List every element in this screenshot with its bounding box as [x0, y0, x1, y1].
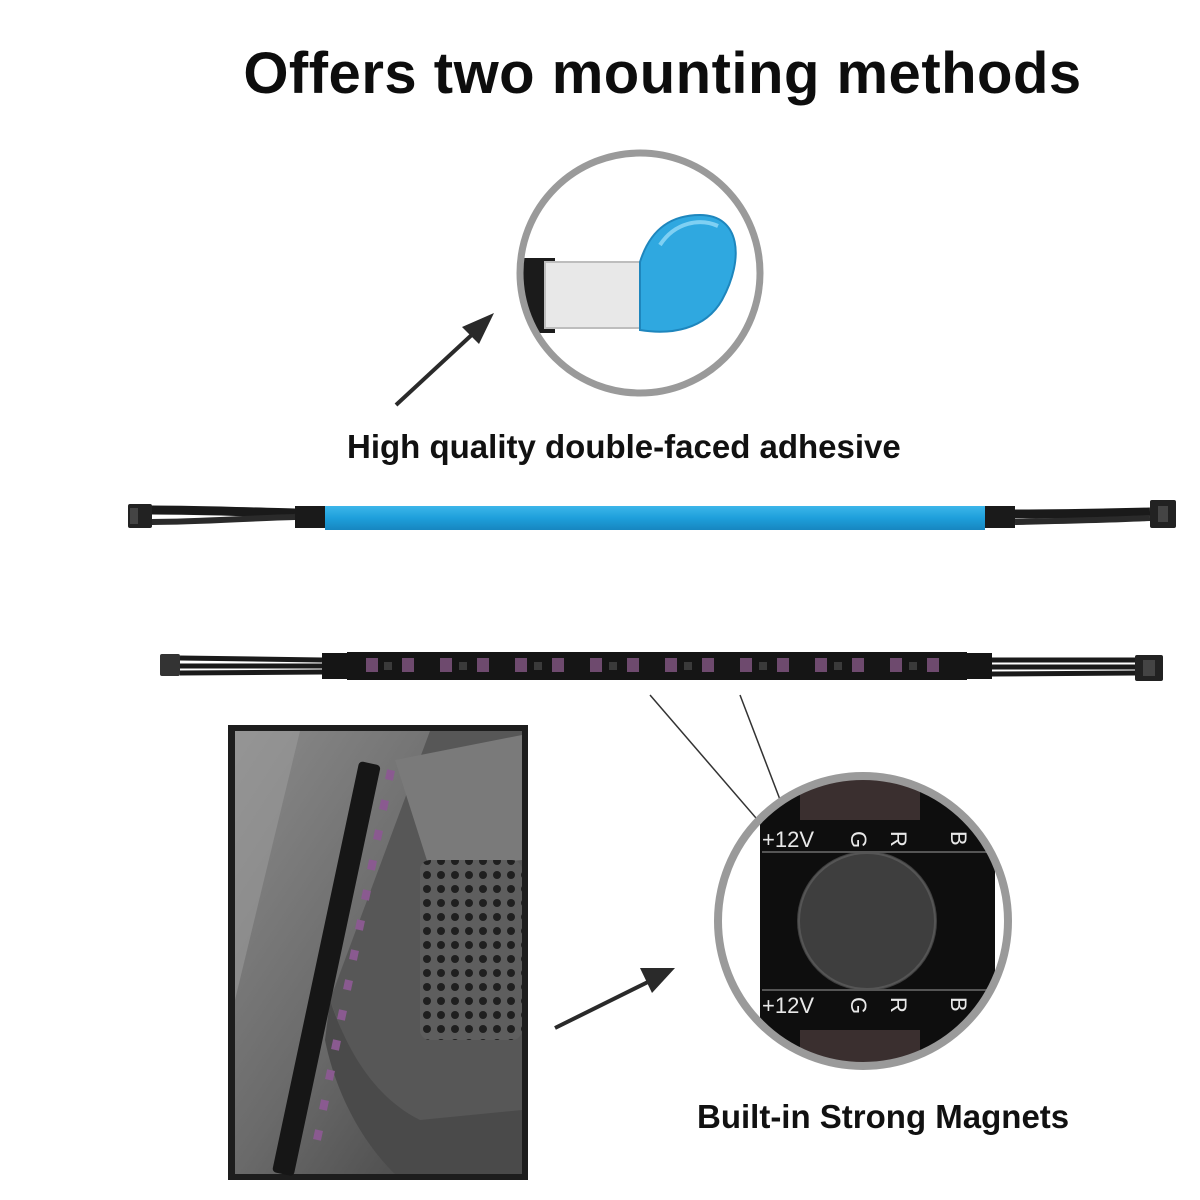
magnets-caption: Built-in Strong Magnets — [697, 1098, 1070, 1135]
pin-label-g: G — [846, 997, 871, 1014]
adhesive-caption: High quality double-faced adhesive — [347, 428, 901, 465]
magnet-lens: +12V G R B +12V G R B — [714, 772, 1012, 1070]
adhesive-led-strip — [128, 500, 1176, 530]
pin-label-r: R — [886, 831, 911, 847]
pin-label-12v: +12V — [762, 993, 814, 1018]
pin-label-b: B — [946, 997, 971, 1012]
chassis-photo — [228, 725, 528, 1180]
magnetic-led-strip — [160, 652, 1163, 681]
pin-label-r: R — [886, 997, 911, 1013]
pin-label-12v: +12V — [762, 827, 814, 852]
pin-label-g: G — [846, 831, 871, 848]
arrow-icon — [554, 968, 675, 1030]
page-title: Offers two mounting methods — [243, 41, 1082, 106]
pin-label-b: B — [946, 831, 971, 846]
adhesive-lens — [516, 149, 764, 397]
arrow-icon — [394, 313, 494, 407]
